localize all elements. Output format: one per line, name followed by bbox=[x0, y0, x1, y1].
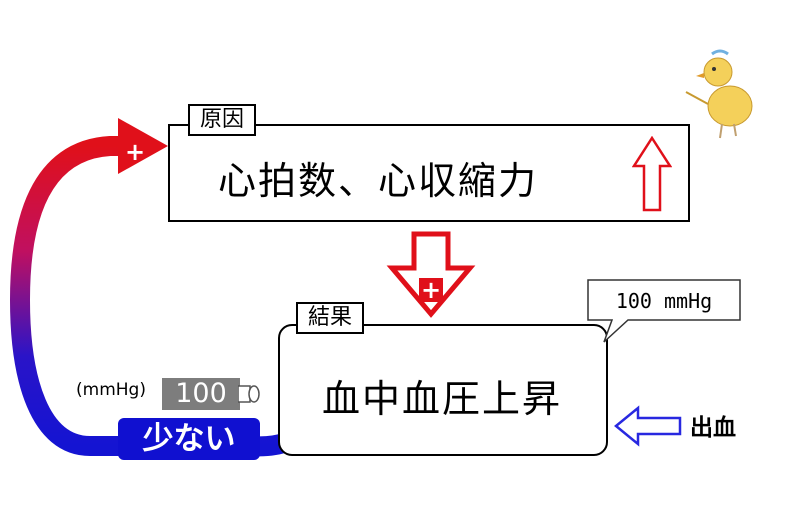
gauge-unit: (mmHg) bbox=[76, 380, 146, 400]
result-text: 血中血圧上昇 bbox=[322, 377, 563, 421]
gauge-value: 100 bbox=[162, 378, 240, 410]
cause-text: 心拍数、心収縮力 bbox=[218, 159, 539, 203]
feedback-arc-path bbox=[9, 136, 310, 457]
bleeding-label: 出血 bbox=[690, 415, 736, 441]
cause-box: 心拍数、心収縮力 bbox=[168, 124, 690, 222]
feedback-plus-sign: + bbox=[125, 138, 145, 166]
bubble-label: 100 mmHg bbox=[588, 280, 740, 322]
bubble-text: 100 mmHg bbox=[615, 289, 713, 313]
up-arrow-icon bbox=[632, 136, 672, 212]
chick-icon bbox=[685, 49, 753, 139]
speech-bubble bbox=[587, 279, 741, 343]
left-arrow-icon bbox=[614, 405, 682, 447]
cause-tag: 原因 bbox=[188, 104, 257, 136]
result-box: 血中血圧上昇 bbox=[278, 324, 608, 456]
svg-text:+: + bbox=[421, 276, 441, 304]
gauge-nozzle-icon bbox=[238, 385, 260, 403]
low-label: 少ない bbox=[118, 418, 260, 460]
down-arrow-plus-icon: + bbox=[386, 231, 476, 318]
feedback-arrowhead bbox=[118, 118, 168, 174]
result-tag: 結果 bbox=[296, 302, 365, 334]
